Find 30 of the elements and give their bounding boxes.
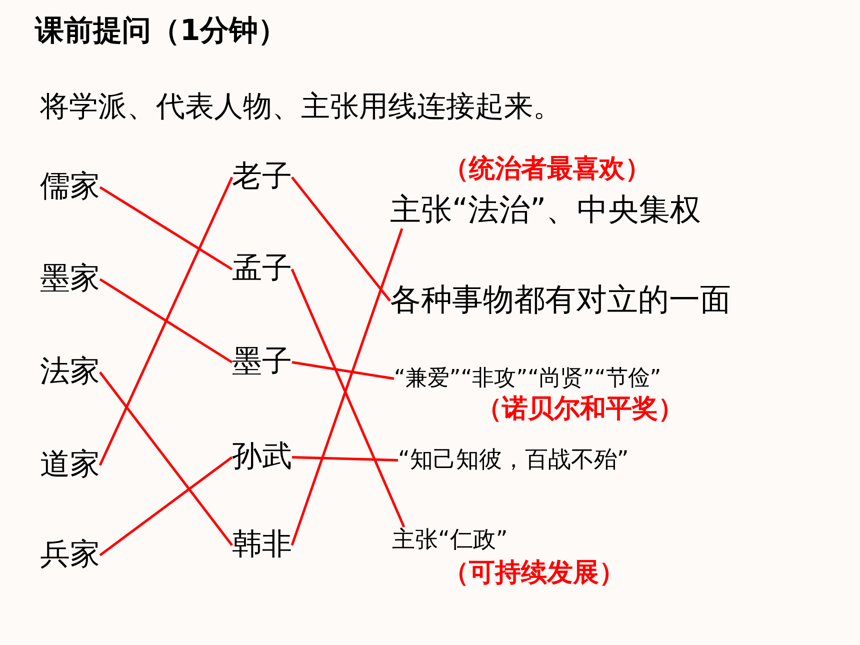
person-name: 孙武	[232, 440, 292, 474]
connecting-line	[99, 456, 233, 556]
annotation-text: （诺贝尔和平奖）	[476, 395, 684, 425]
person-name: 老子	[232, 160, 292, 194]
idea-text: 主张“仁政”	[392, 527, 508, 554]
school-name: 儒家	[40, 170, 100, 204]
connecting-line	[291, 176, 391, 302]
connecting-line	[290, 228, 404, 546]
school-name: 墨家	[40, 262, 100, 296]
idea-text: “知己知彼，百战不殆”	[398, 447, 629, 474]
school-name: 兵家	[40, 538, 100, 572]
instruction-text: 将学派、代表人物、主张用线连接起来。	[40, 90, 562, 124]
title: 课前提问（1分钟）	[35, 14, 288, 48]
connecting-line	[99, 278, 233, 364]
person-name: 韩非	[232, 528, 292, 562]
connecting-line	[99, 186, 233, 270]
annotation-text: （统治者最喜欢）	[443, 155, 651, 185]
idea-text: 各种事物都有对立的一面	[390, 283, 731, 319]
connecting-line	[292, 456, 398, 462]
school-name: 法家	[40, 355, 100, 390]
annotation-text: （可持续发展）	[443, 559, 625, 589]
connecting-line	[290, 268, 406, 528]
person-name: 孟子	[232, 252, 292, 286]
connecting-line	[98, 176, 234, 466]
connecting-line	[292, 361, 394, 380]
connecting-line	[99, 372, 233, 546]
idea-text: 主张“法治”、中央集权	[390, 193, 702, 229]
idea-text: “兼爱”“非攻”“尚贤”“节俭”	[394, 366, 662, 392]
school-name: 道家	[40, 448, 100, 482]
person-name: 墨子	[232, 345, 292, 380]
